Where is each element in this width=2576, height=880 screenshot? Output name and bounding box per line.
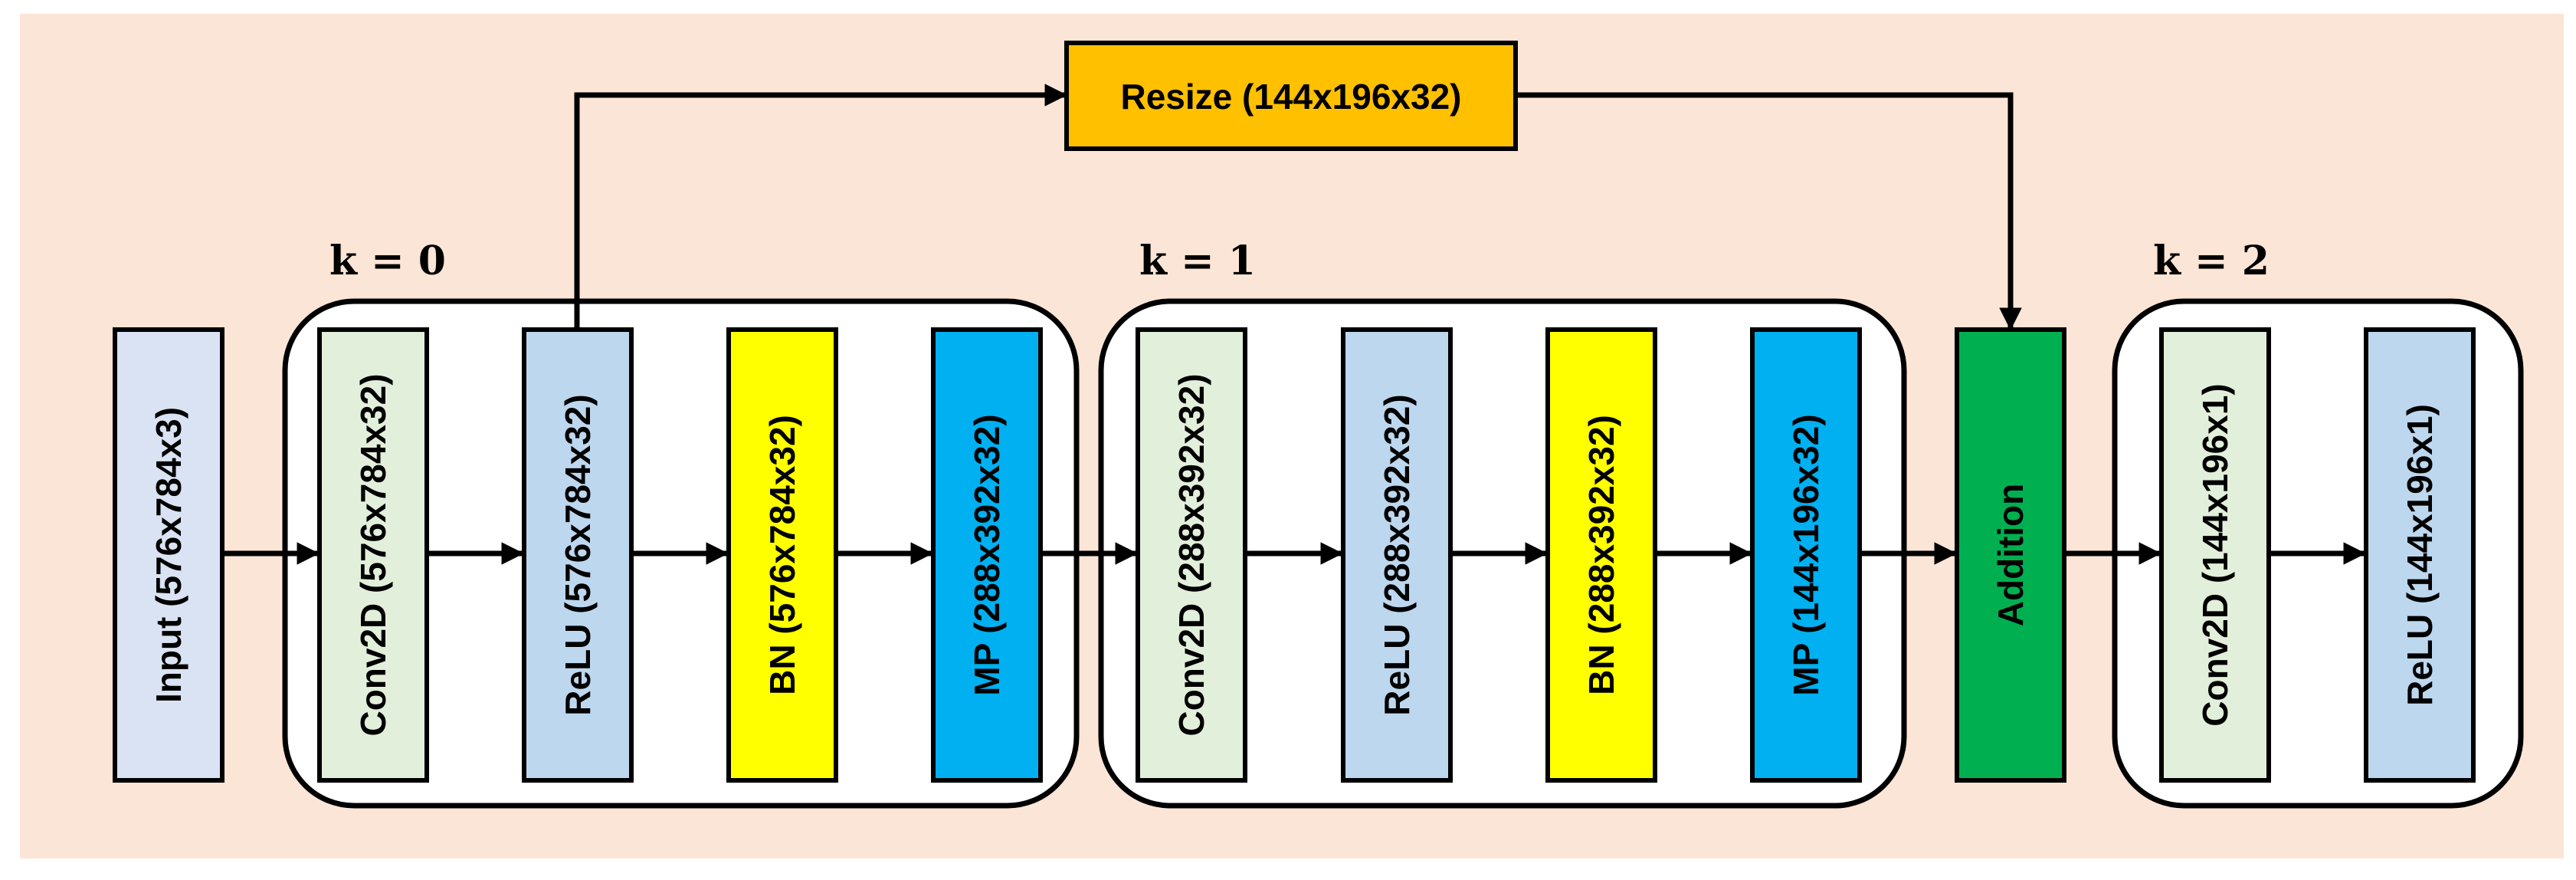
edge-resize-addition: [1516, 92, 2022, 330]
edge-relu0-resize: [574, 84, 1067, 328]
node-bn0-label: BN (576x784x32): [762, 415, 802, 695]
group-label-k1: k = 1: [1139, 238, 1256, 284]
node-bn1: [1545, 327, 1657, 783]
node-relu2-label: ReLU (144x196x1): [2400, 404, 2440, 706]
node-conv1-label: Conv2D (288x392x32): [1172, 373, 1211, 736]
node-addition-label: Addition: [1991, 484, 2030, 627]
node-conv0: [317, 327, 429, 783]
node-input: [113, 327, 224, 783]
node-relu2: [2364, 327, 2476, 783]
group-label-k2: k = 2: [2153, 238, 2270, 284]
node-relu1-label: ReLU (288x392x32): [1377, 394, 1417, 715]
node-bn0: [726, 327, 838, 783]
node-conv2: [2159, 327, 2271, 783]
node-input-label: Input (576x784x3): [149, 407, 188, 703]
node-addition: [1955, 327, 2066, 783]
node-conv2-label: Conv2D (144x196x1): [2195, 383, 2235, 726]
node-relu0: [522, 327, 634, 783]
group-label-k0: k = 0: [329, 238, 446, 284]
node-resize: [1064, 41, 1518, 151]
node-mp0-label: MP (288x392x32): [967, 414, 1007, 695]
node-mp1: [1750, 327, 1862, 783]
node-conv1: [1136, 327, 1247, 783]
node-mp0: [931, 327, 1043, 783]
node-resize-label: Resize (144x196x32): [1121, 77, 1462, 117]
node-mp1-label: MP (144x196x32): [1786, 414, 1826, 695]
node-conv0-label: Conv2D (576x784x32): [353, 373, 393, 736]
node-bn1-label: BN (288x392x32): [1581, 415, 1621, 695]
node-relu1: [1341, 327, 1453, 783]
node-relu0-label: ReLU (576x784x32): [558, 394, 598, 715]
